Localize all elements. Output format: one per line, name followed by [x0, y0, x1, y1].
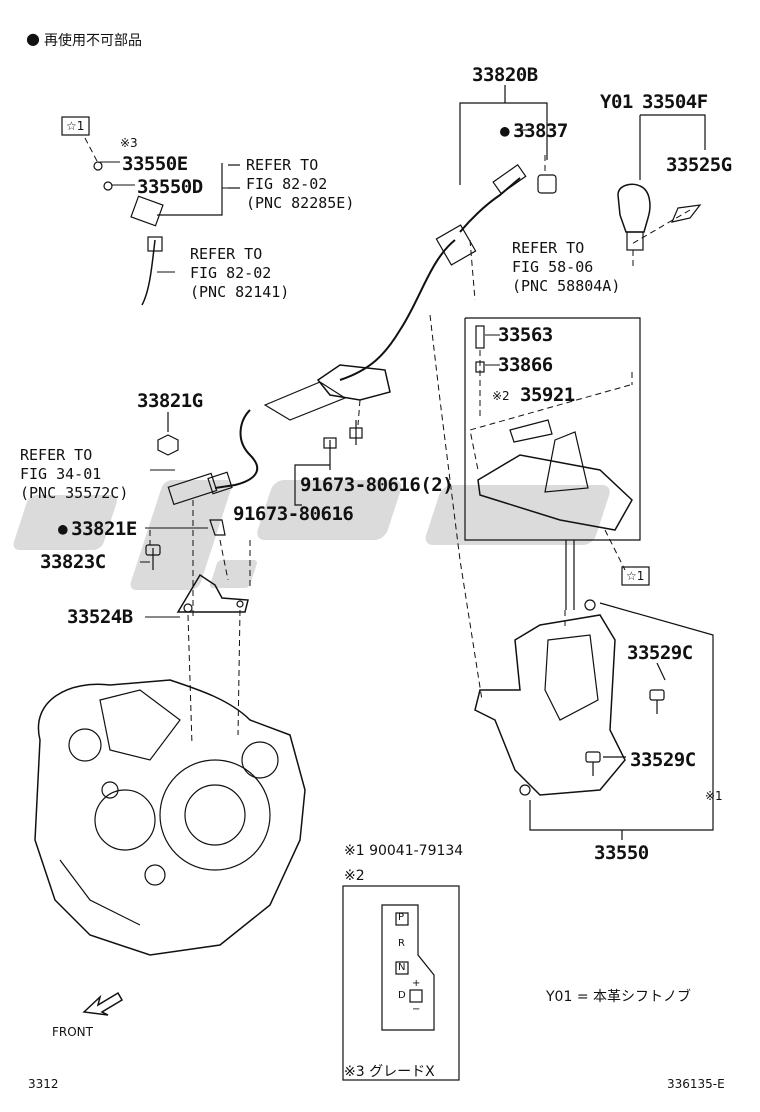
- part-33550[interactable]: 33550: [594, 842, 649, 864]
- part-33563[interactable]: 33563: [498, 324, 553, 346]
- indicator-r: R: [398, 938, 405, 949]
- footnote-kome1: ※1 90041-79134: [344, 843, 464, 859]
- indicator-minus: −: [412, 1004, 421, 1015]
- part-33504F[interactable]: 33504F: [642, 91, 708, 113]
- refer-fig-34-01-35572C[interactable]: REFER TO FIG 34-01 (PNC 35572C): [20, 446, 129, 502]
- part-33823C[interactable]: 33823C: [40, 551, 106, 573]
- refer-fig-82-02-82141[interactable]: REFER TO FIG 82-02 (PNC 82141): [190, 245, 290, 301]
- kome3-mark: ※3: [120, 136, 138, 150]
- part-33820B[interactable]: 33820B: [472, 64, 538, 86]
- part-33821E[interactable]: 33821E: [58, 518, 137, 540]
- part-33529C-upper[interactable]: 33529C: [627, 642, 693, 664]
- legend-text: 再使用不可部品: [43, 33, 142, 49]
- part-33525G[interactable]: 33525G: [666, 154, 732, 176]
- part-33821E-text: 33821E: [71, 518, 137, 540]
- part-33529C-lower[interactable]: 33529C: [630, 749, 696, 771]
- star1-box-right: ☆1: [626, 569, 645, 583]
- front-label: FRONT: [52, 1025, 93, 1039]
- part-33550D[interactable]: 33550D: [137, 176, 203, 198]
- part-33837-text: 33837: [513, 120, 568, 142]
- y01-label: Y01: [600, 91, 633, 113]
- part-91673-80616[interactable]: 91673-80616: [233, 503, 354, 525]
- y01-note: Y01 = 本革シフトノブ: [546, 989, 691, 1005]
- refer-fig-58-06-58804A[interactable]: REFER TO FIG 58-06 (PNC 58804A): [512, 239, 621, 295]
- figure-number: 3312: [28, 1077, 59, 1091]
- refer-fig-82-02-82285E[interactable]: REFER TO FIG 82-02 (PNC 82285E): [246, 156, 355, 212]
- footnote-kome2: ※2: [344, 868, 365, 884]
- illustration-id: 336135-E: [667, 1077, 725, 1091]
- indicator-p: P: [398, 912, 405, 923]
- part-33866[interactable]: 33866: [498, 354, 553, 376]
- footnote-kome3: ※3 グレードX: [344, 1064, 435, 1080]
- part-33550E[interactable]: 33550E: [122, 153, 188, 175]
- reuse-prohibited-legend: 再使用不可部品: [26, 29, 142, 50]
- part-33821G[interactable]: 33821G: [137, 390, 203, 412]
- part-91673-80616-2[interactable]: 91673-80616(2): [300, 474, 454, 496]
- indicator-plus: +: [412, 978, 421, 989]
- kome1-side-mark: ※1: [705, 789, 723, 803]
- part-33837[interactable]: 33837: [500, 120, 568, 142]
- star1-box-left: ☆1: [66, 119, 85, 133]
- part-35921[interactable]: 35921: [520, 384, 575, 406]
- indicator-n: N: [398, 962, 406, 973]
- indicator-d: D: [398, 990, 406, 1001]
- part-33524B[interactable]: 33524B: [67, 606, 133, 628]
- kome2-mark: ※2: [492, 389, 510, 403]
